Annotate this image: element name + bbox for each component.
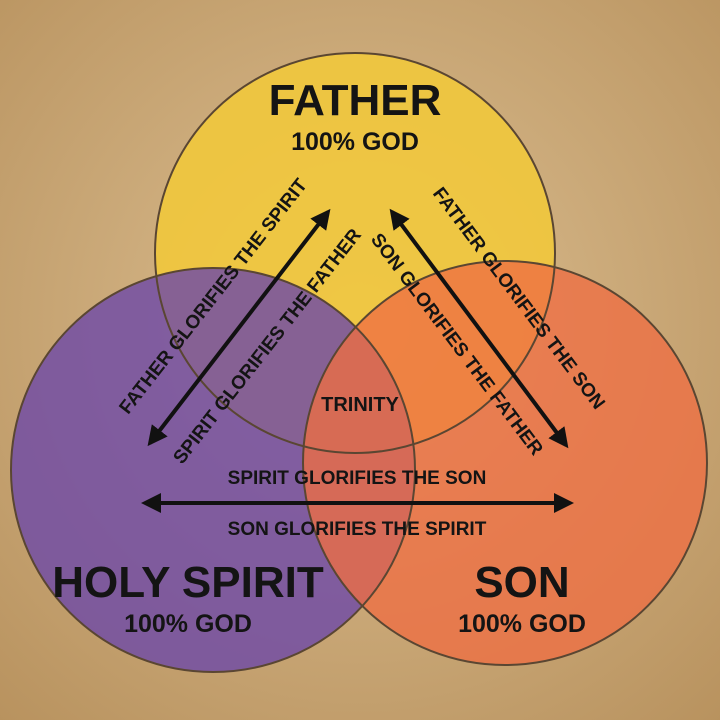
spirit-glorifies-son-label: SPIRIT GLORIFIES THE SON [228,468,487,489]
trinity-center-label: TRINITY [321,394,399,416]
holy-spirit-title: HOLY SPIRIT [52,558,324,607]
father-subtitle: 100% GOD [291,128,419,156]
arrow-group [141,208,574,513]
father-title: FATHER [269,76,442,125]
son-title: SON [474,558,569,607]
holy-spirit-subtitle: 100% GOD [124,610,252,638]
father-son-arrow [389,208,569,449]
son-subtitle: 100% GOD [458,610,586,638]
son-glorifies-spirit-label: SON GLORIFIES THE SPIRIT [228,519,487,540]
father-spirit-arrow [147,208,331,447]
